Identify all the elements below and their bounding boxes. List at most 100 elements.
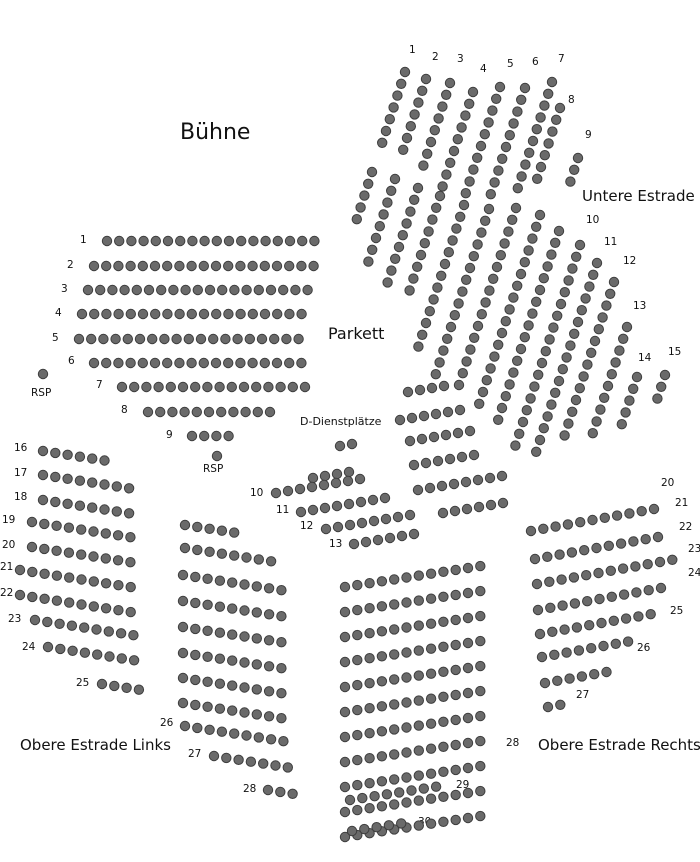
- seat[interactable]: [142, 406, 154, 418]
- seat[interactable]: [357, 792, 368, 804]
- seat[interactable]: [504, 304, 515, 315]
- seat[interactable]: [191, 406, 203, 418]
- seat[interactable]: [339, 731, 351, 743]
- seat[interactable]: [125, 606, 136, 618]
- seat[interactable]: [125, 308, 137, 320]
- seat[interactable]: [491, 93, 502, 105]
- seat[interactable]: [574, 383, 585, 394]
- seat[interactable]: [101, 235, 113, 247]
- seat[interactable]: [652, 393, 663, 404]
- seat[interactable]: [89, 308, 100, 320]
- seat[interactable]: [438, 816, 449, 827]
- seat[interactable]: [376, 751, 388, 762]
- seat[interactable]: [401, 572, 412, 583]
- seat[interactable]: [270, 760, 281, 771]
- seat[interactable]: [247, 260, 258, 272]
- seat[interactable]: [453, 298, 464, 309]
- seat[interactable]: [464, 425, 476, 437]
- seat[interactable]: [500, 391, 511, 402]
- seat[interactable]: [413, 770, 424, 781]
- seat[interactable]: [449, 310, 460, 321]
- seat[interactable]: [485, 189, 496, 200]
- seat[interactable]: [271, 260, 283, 272]
- seat[interactable]: [137, 308, 149, 320]
- seat[interactable]: [190, 674, 201, 686]
- seat[interactable]: [475, 610, 486, 622]
- seat[interactable]: [425, 743, 437, 754]
- seat[interactable]: [376, 776, 388, 787]
- seat[interactable]: [603, 540, 614, 551]
- seat[interactable]: [223, 235, 235, 247]
- seat[interactable]: [582, 359, 593, 370]
- seat[interactable]: [515, 268, 527, 280]
- seat[interactable]: [455, 211, 466, 223]
- seat[interactable]: [110, 333, 121, 345]
- seat[interactable]: [499, 238, 510, 249]
- seat[interactable]: [467, 86, 479, 98]
- seat[interactable]: [37, 445, 49, 457]
- seat[interactable]: [37, 469, 49, 481]
- seat[interactable]: [377, 137, 388, 149]
- seat[interactable]: [640, 534, 651, 545]
- seat[interactable]: [524, 147, 535, 159]
- seat[interactable]: [352, 679, 363, 691]
- seat[interactable]: [425, 593, 437, 604]
- seat[interactable]: [531, 296, 542, 307]
- seat[interactable]: [202, 573, 213, 584]
- seat[interactable]: [259, 260, 270, 272]
- seat[interactable]: [239, 707, 250, 718]
- seat[interactable]: [149, 260, 161, 272]
- seat[interactable]: [543, 138, 554, 149]
- seat[interactable]: [519, 82, 531, 94]
- seat[interactable]: [307, 472, 319, 484]
- seat[interactable]: [134, 333, 146, 345]
- seat[interactable]: [606, 369, 617, 380]
- seat[interactable]: [99, 455, 110, 466]
- seat[interactable]: [159, 333, 170, 345]
- seat[interactable]: [404, 509, 416, 521]
- seat[interactable]: [568, 572, 580, 583]
- seat[interactable]: [461, 356, 472, 367]
- seat[interactable]: [425, 136, 437, 148]
- seat[interactable]: [389, 674, 400, 685]
- seat[interactable]: [418, 783, 429, 794]
- seat[interactable]: [87, 502, 98, 513]
- seat[interactable]: [438, 616, 449, 627]
- seat[interactable]: [539, 677, 551, 689]
- seat[interactable]: [389, 574, 400, 585]
- seat[interactable]: [74, 475, 86, 486]
- seat[interactable]: [475, 560, 486, 572]
- seat[interactable]: [364, 578, 375, 589]
- seat[interactable]: [389, 173, 401, 185]
- seat[interactable]: [74, 451, 86, 462]
- seat[interactable]: [50, 447, 61, 459]
- seat[interactable]: [251, 709, 262, 720]
- seat[interactable]: [460, 476, 472, 488]
- seat[interactable]: [238, 381, 250, 393]
- seat[interactable]: [608, 276, 620, 288]
- seat[interactable]: [519, 332, 530, 343]
- seat[interactable]: [228, 406, 239, 418]
- seat[interactable]: [198, 260, 210, 272]
- seat[interactable]: [263, 635, 275, 646]
- seat[interactable]: [464, 98, 475, 110]
- seat[interactable]: [531, 578, 543, 590]
- seat[interactable]: [147, 333, 158, 345]
- seat[interactable]: [452, 134, 463, 145]
- seat[interactable]: [174, 308, 185, 320]
- seat[interactable]: [227, 655, 238, 666]
- seat[interactable]: [296, 357, 307, 369]
- seat[interactable]: [618, 589, 630, 600]
- seat[interactable]: [534, 434, 546, 446]
- seat[interactable]: [402, 386, 414, 398]
- seat[interactable]: [100, 578, 112, 589]
- seat[interactable]: [436, 270, 447, 281]
- seat[interactable]: [214, 575, 226, 586]
- seat[interactable]: [569, 328, 580, 339]
- seat[interactable]: [367, 244, 378, 256]
- seat[interactable]: [371, 822, 382, 833]
- seat[interactable]: [342, 475, 354, 487]
- seat[interactable]: [39, 568, 50, 579]
- seat[interactable]: [352, 704, 363, 716]
- seat[interactable]: [448, 145, 460, 157]
